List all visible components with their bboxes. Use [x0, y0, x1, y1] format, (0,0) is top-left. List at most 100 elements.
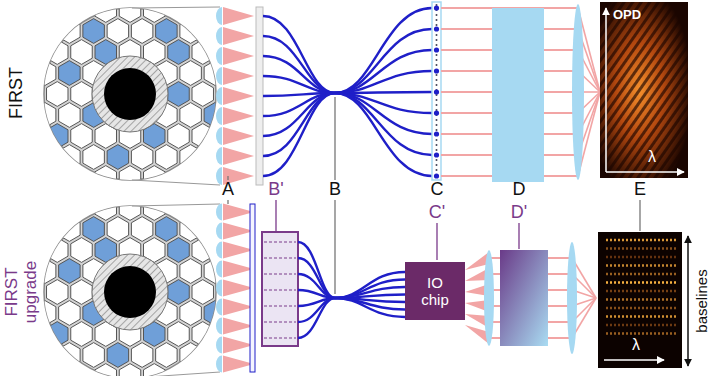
- part-letter: C: [431, 180, 444, 200]
- mirror-segment: [192, 238, 213, 263]
- label-text: D': [511, 202, 527, 222]
- mirror-segment: [168, 322, 189, 347]
- mirror-segment: [34, 103, 55, 128]
- mirror-segment: [71, 82, 92, 107]
- mirror-segment: [192, 124, 213, 149]
- dot: [436, 159, 438, 161]
- optical-fiber: [263, 71, 432, 93]
- sub-aperture: [168, 280, 189, 305]
- sub-aperture: [156, 217, 177, 242]
- mirror-segment: [192, 280, 213, 305]
- axis-label: baselines: [694, 269, 709, 332]
- sub-aperture: [47, 124, 68, 149]
- sub-aperture: [107, 145, 128, 170]
- optical-fiber: [298, 258, 405, 298]
- central-obstruction: [104, 266, 156, 318]
- leader-line: [334, 97, 335, 180]
- dot: [436, 144, 438, 146]
- mirror-segment: [95, 166, 116, 191]
- dot: [436, 39, 438, 41]
- fringe-row: [606, 324, 676, 326]
- label-text: A: [222, 179, 234, 199]
- fiber-core: [434, 89, 439, 94]
- microlens: [216, 242, 222, 259]
- part-letter: C': [429, 203, 445, 223]
- light-cone: [223, 127, 254, 145]
- central-obstruction: [104, 68, 156, 120]
- label-text: B: [329, 179, 341, 199]
- sub-aperture: [204, 301, 225, 326]
- dot: [436, 164, 438, 166]
- mirror-segment: [180, 259, 201, 284]
- fringe-row: [606, 264, 676, 266]
- axis-arrow: [604, 359, 664, 361]
- microlens: [216, 356, 222, 373]
- light-cone: [223, 7, 254, 25]
- mirror-segment: [71, 280, 92, 305]
- sub-aperture: [168, 40, 189, 65]
- light-cone: [223, 299, 254, 316]
- leader-line: [436, 223, 437, 260]
- telescope-pupil: [34, 0, 225, 190]
- mirror-segment: [83, 343, 104, 368]
- mirror-segment: [144, 166, 165, 191]
- projection-line: [132, 180, 220, 185]
- mirror-segment: [95, 196, 116, 221]
- fringe-row: [606, 256, 676, 258]
- dispersive-element: [500, 250, 548, 346]
- mirror-segment: [180, 61, 201, 86]
- spectrum-frame: [598, 232, 682, 368]
- label-text: B': [268, 179, 283, 199]
- optical-fiber: [263, 50, 432, 93]
- light-cone: [223, 47, 254, 65]
- leader-line: [275, 200, 276, 231]
- label-text: OPD: [613, 7, 641, 22]
- mirror-segment: [180, 19, 201, 44]
- fringe-row: [606, 332, 676, 334]
- fiber-core: [434, 68, 439, 73]
- optical-fiber: [263, 93, 432, 136]
- leader-line: [334, 200, 335, 294]
- dot: [436, 104, 438, 106]
- light-cone: [223, 107, 254, 125]
- dashed-guide: [264, 242, 296, 243]
- fiber-injection: [256, 7, 263, 185]
- light-cone: [223, 67, 254, 85]
- microlens: [216, 337, 222, 354]
- mirror-segment: [192, 322, 213, 347]
- dot: [436, 14, 438, 16]
- dot: [436, 54, 438, 56]
- mirror-segment: [144, 364, 165, 376]
- row-title: FIRST upgrade: [3, 256, 40, 328]
- microlens: [216, 299, 222, 316]
- fringe-row: [606, 298, 676, 300]
- fringe-row: [606, 290, 676, 292]
- dot: [436, 129, 438, 131]
- label-text: E: [634, 179, 646, 199]
- interferogram: [600, 2, 688, 178]
- part-letter: B': [268, 180, 283, 200]
- fringe-row: [606, 247, 676, 249]
- segment-grid: [34, 196, 225, 376]
- mirror-segment: [156, 145, 177, 170]
- microlens: [216, 167, 222, 185]
- leader-line: [518, 223, 519, 249]
- mirror-segment: [131, 217, 152, 242]
- dot: [436, 139, 438, 141]
- microlens: [216, 27, 222, 45]
- mirror-segment: [59, 343, 80, 368]
- mirror-segment: [59, 145, 80, 170]
- mirror-segment: [47, 280, 68, 305]
- collimating-lens: [484, 250, 494, 346]
- sub-aperture: [168, 238, 189, 263]
- light-cone: [223, 147, 254, 165]
- part-letter: D: [513, 180, 526, 200]
- projection-line: [132, 372, 220, 376]
- light-cone: [223, 356, 254, 373]
- mirror-segment: [144, 196, 165, 221]
- telescope-pupil: [34, 196, 225, 376]
- mirror-segment: [71, 238, 92, 263]
